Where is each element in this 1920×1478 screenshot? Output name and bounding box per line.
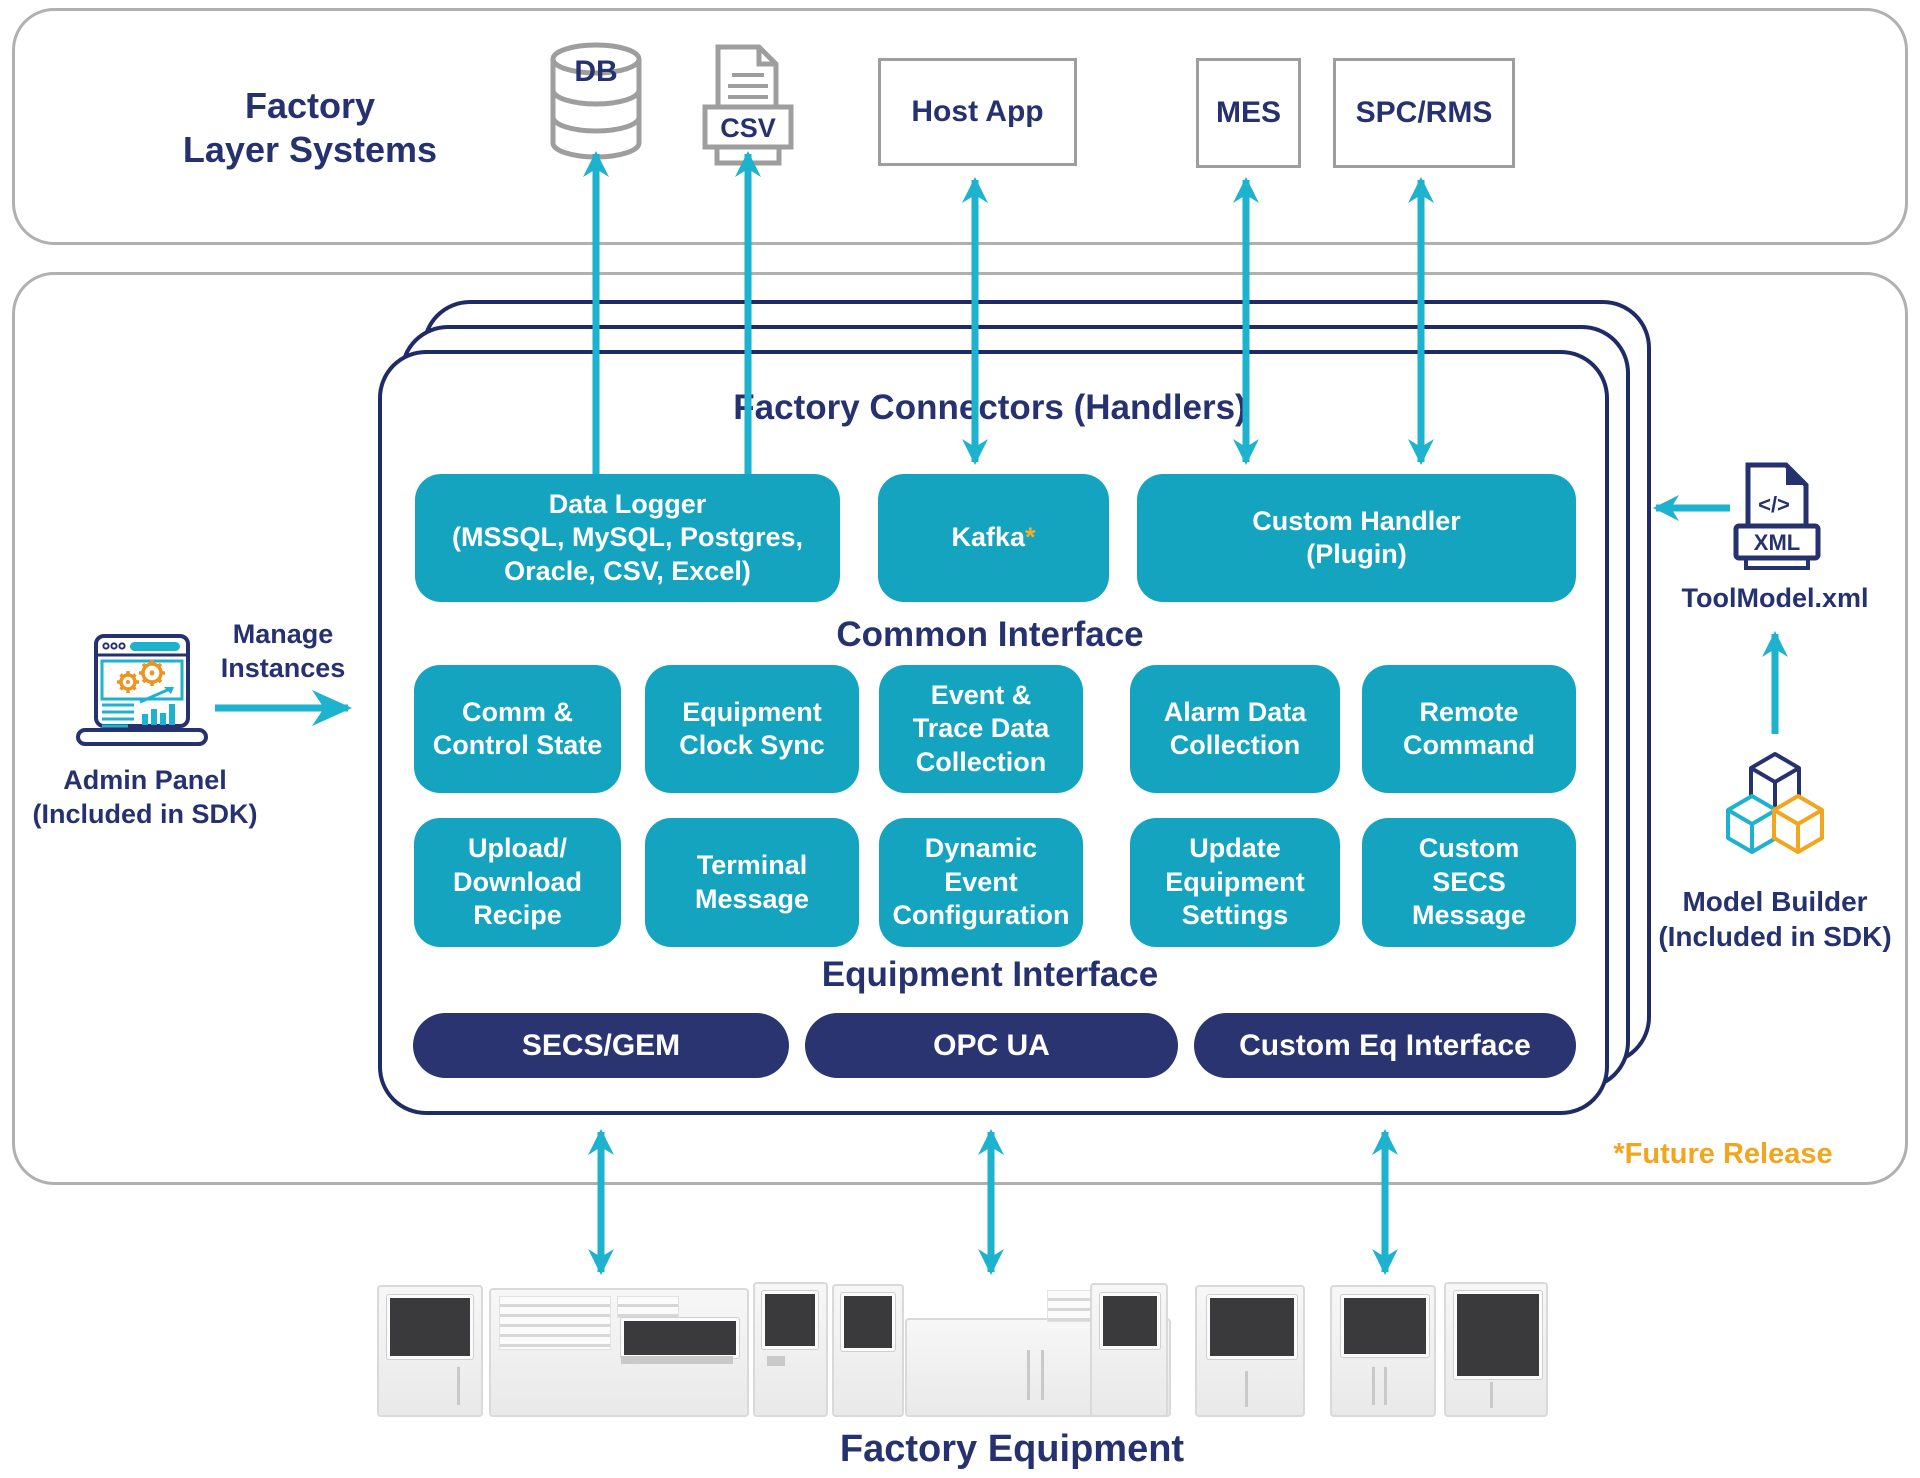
connectors-title: Factory Connectors (Handlers) — [733, 388, 1247, 427]
machine-screen — [841, 1293, 895, 1351]
model-builder-caption: Model Builder (Included in SDK) — [1658, 886, 1892, 952]
machine-screen — [387, 1295, 473, 1359]
factory-equipment-machine — [832, 1284, 904, 1417]
machine-door — [457, 1367, 460, 1405]
machine-panel — [767, 1356, 785, 1366]
machine-screen — [1100, 1293, 1160, 1349]
machine-vent — [499, 1296, 611, 1350]
kafka-future-asterisk: * — [1025, 522, 1036, 553]
machine-screen — [1454, 1291, 1542, 1379]
host-app-box: Host App — [878, 58, 1077, 166]
machine-screen — [1341, 1295, 1429, 1357]
factory-equipment-machine — [489, 1288, 749, 1417]
common-interface-title: Common Interface — [836, 615, 1144, 654]
factory-layer-title: Factory Layer Systems — [182, 85, 438, 170]
future-release-footnote: *Future Release — [1613, 1138, 1833, 1170]
kafka-label: Kafka — [951, 522, 1026, 553]
toolmodel-caption: ToolModel.xml — [1681, 583, 1869, 613]
protocol-opc-ua: OPC UA — [805, 1013, 1178, 1078]
equipment-interface-title: Equipment Interface — [821, 955, 1159, 994]
factory-equipment-machine — [377, 1285, 483, 1417]
custom-handler-box: Custom Handler (Plugin) — [1137, 474, 1576, 602]
feature-alarm-data-collection: Alarm Data Collection — [1130, 665, 1340, 793]
db-label: DB — [574, 55, 617, 88]
factory-equipment-machine — [1444, 1282, 1548, 1417]
machine-screen — [621, 1318, 739, 1358]
data-logger-box: Data Logger (MSSQL, MySQL, Postgres, Ora… — [415, 474, 840, 602]
csv-file-icon: CSV — [702, 44, 794, 166]
factory-equipment-title: Factory Equipment — [839, 1428, 1185, 1470]
xml-file-icon: </> XML — [1733, 462, 1821, 570]
kafka-box: Kafka* — [878, 474, 1109, 602]
gear-icon — [117, 660, 165, 693]
machine-bar — [621, 1356, 733, 1364]
machine-screen — [1207, 1295, 1297, 1359]
factory-equipment-machine — [753, 1282, 828, 1417]
feature-remote-command: Remote Command — [1362, 665, 1576, 793]
feature-upload-download-recipe: Upload/ Download Recipe — [414, 818, 621, 947]
bar-chart-icon — [139, 686, 175, 725]
factory-equipment-machine — [1195, 1285, 1305, 1417]
feature-equipment-clock-sync: Equipment Clock Sync — [645, 665, 859, 793]
xml-code-glyph: </> — [1758, 492, 1790, 517]
feature-dynamic-event-configuration: Dynamic Event Configuration — [879, 818, 1083, 947]
model-builder-cubes-icon — [1726, 752, 1824, 854]
admin-panel-caption: Admin Panel (Included in SDK) — [32, 765, 258, 829]
xml-band-label: XML — [1754, 530, 1800, 555]
machine-screen — [762, 1291, 818, 1349]
machine-door — [1027, 1350, 1030, 1400]
machine-door — [1041, 1350, 1044, 1400]
feature-comm-control-state: Comm & Control State — [414, 665, 621, 793]
admin-panel-laptop-icon — [76, 634, 208, 746]
factory-equipment-machine — [1330, 1285, 1436, 1417]
feature-custom-secs-message: Custom SECS Message — [1362, 818, 1576, 947]
manage-instances-label: Manage Instances — [220, 619, 346, 683]
machine-door — [1384, 1367, 1387, 1405]
database-icon: DB — [550, 42, 642, 160]
feature-terminal-message: Terminal Message — [645, 818, 859, 947]
list-lines — [102, 703, 134, 728]
machine-door — [1490, 1382, 1493, 1408]
protocol-secs-gem: SECS/GEM — [413, 1013, 789, 1078]
feature-event-trace-data-collection: Event & Trace Data Collection — [879, 665, 1083, 793]
mes-box: MES — [1196, 58, 1301, 168]
csv-label: CSV — [720, 113, 776, 143]
feature-update-equipment-settings: Update Equipment Settings — [1130, 818, 1340, 947]
machine-door — [1372, 1367, 1375, 1405]
machine-door — [1245, 1371, 1248, 1407]
spc-rms-box: SPC/RMS — [1333, 58, 1515, 168]
factory-equipment-machine — [1090, 1283, 1168, 1417]
machine-vent — [617, 1296, 679, 1318]
protocol-custom-eq-interface: Custom Eq Interface — [1194, 1013, 1576, 1078]
